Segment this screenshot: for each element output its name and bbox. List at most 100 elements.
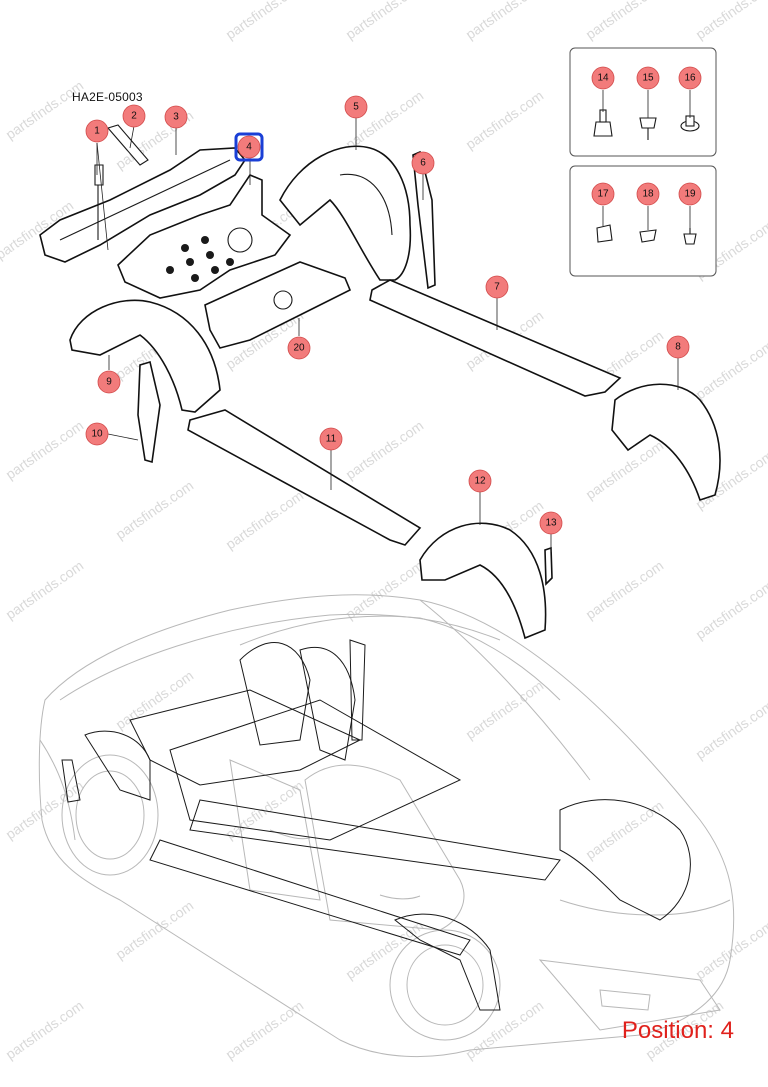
- watermark: partsfinds.com: [113, 897, 197, 962]
- callout-number: 17: [597, 189, 609, 200]
- part-9-wheel-guard: [69, 299, 221, 413]
- part-7-side-sill: [369, 279, 622, 397]
- callout-circle[interactable]: [164, 105, 188, 129]
- callout-circle[interactable]: [485, 275, 509, 299]
- watermark: partsfinds.com: [3, 997, 87, 1062]
- callout-circle[interactable]: [591, 182, 615, 206]
- callout-circle[interactable]: [678, 66, 702, 90]
- callout-number: 20: [293, 343, 305, 354]
- watermark: partsfinds.com: [223, 0, 307, 42]
- part-5-wheel-guard: [279, 145, 412, 281]
- diagram-code: HA2E-05003: [72, 90, 143, 104]
- part-8-wheel-guard: [611, 383, 721, 502]
- callout-circle[interactable]: [344, 95, 368, 119]
- part-6-seal: [412, 150, 436, 290]
- callout-16[interactable]: 16: [678, 66, 702, 90]
- callout-circle[interactable]: [237, 135, 261, 159]
- callout-12[interactable]: 12: [468, 469, 492, 493]
- callout-19[interactable]: 19: [678, 182, 702, 206]
- callout-number: 7: [494, 282, 500, 293]
- callout-circle[interactable]: [468, 469, 492, 493]
- watermark: partsfinds.com: [223, 997, 307, 1062]
- watermark: partsfinds.com: [223, 487, 307, 552]
- watermark: partsfinds.com: [113, 477, 197, 542]
- callout-20[interactable]: 20: [287, 336, 311, 360]
- fastener-19-screw: [683, 228, 697, 245]
- callout-circle[interactable]: [411, 151, 435, 175]
- callout-number: 16: [684, 73, 696, 84]
- callout-circle[interactable]: [636, 66, 660, 90]
- part-20-under-cover: [204, 261, 352, 349]
- callout-number: 15: [642, 73, 654, 84]
- callout-number: 11: [326, 434, 337, 445]
- callout-number: 5: [353, 102, 359, 113]
- fastener-legend-box-bottom: [569, 165, 717, 277]
- callout-circle[interactable]: [636, 182, 660, 206]
- part-2-bracket: [107, 124, 149, 166]
- watermark: partsfinds.com: [3, 557, 87, 622]
- callout-circle[interactable]: [97, 370, 121, 394]
- callout-circle[interactable]: [678, 182, 702, 206]
- callout-number: 14: [597, 73, 609, 84]
- watermark: partsfinds.com: [693, 337, 768, 402]
- callout-7[interactable]: 7: [485, 275, 509, 299]
- watermark: partsfinds.com: [463, 0, 547, 42]
- callout-9[interactable]: 9: [97, 370, 121, 394]
- part-11-side-sill: [187, 409, 422, 546]
- fastener-14-bolt: [593, 109, 613, 137]
- callout-circle[interactable]: [85, 422, 109, 446]
- fastener-17-nut: [596, 224, 613, 243]
- watermark: partsfinds.com: [3, 77, 87, 142]
- watermark: partsfinds.com: [583, 557, 667, 622]
- watermark: partsfinds.com: [463, 87, 547, 152]
- watermark: partsfinds.com: [343, 557, 427, 622]
- callout-circle[interactable]: [287, 336, 311, 360]
- callout-10[interactable]: 10: [85, 422, 109, 446]
- part-13-clip: [544, 546, 553, 586]
- watermark: partsfinds.com: [693, 0, 768, 42]
- watermark: partsfinds.com: [583, 0, 667, 42]
- watermark: partsfinds.com: [693, 917, 768, 982]
- callout-3[interactable]: 3: [164, 105, 188, 129]
- part-12-wheel-guard: [419, 522, 547, 640]
- fastener-legend-box-top: [569, 47, 717, 157]
- callout-number: 8: [675, 342, 681, 353]
- callout-11[interactable]: 11: [319, 427, 343, 451]
- callout-2[interactable]: 2: [122, 104, 146, 128]
- callout-number: 9: [106, 377, 112, 388]
- callout-18[interactable]: 18: [636, 182, 660, 206]
- callout-circle[interactable]: [85, 119, 109, 143]
- callout-number: 10: [91, 429, 103, 440]
- watermark: partsfinds.com: [343, 0, 427, 42]
- callout-5[interactable]: 5: [344, 95, 368, 119]
- car-installed-parts: [61, 639, 691, 1011]
- callout-15[interactable]: 15: [636, 66, 660, 90]
- callout-number: 4: [246, 142, 252, 153]
- callout-6[interactable]: 6: [411, 151, 435, 175]
- watermark: partsfinds.com: [583, 797, 667, 862]
- position-label: Position: 4: [621, 1017, 734, 1044]
- watermark: partsfinds.com: [113, 667, 197, 732]
- callout-17[interactable]: 17: [591, 182, 615, 206]
- callout-14[interactable]: 14: [591, 66, 615, 90]
- callout-number: 2: [131, 111, 137, 122]
- callout-8[interactable]: 8: [666, 335, 690, 359]
- watermark: partsfinds.com: [693, 577, 768, 642]
- callout-13[interactable]: 13: [539, 511, 563, 535]
- callout-circle[interactable]: [591, 66, 615, 90]
- callout-circle[interactable]: [539, 511, 563, 535]
- callout-4[interactable]: 4: [234, 132, 264, 162]
- part-10-seal: [137, 360, 161, 464]
- callout-number: 12: [474, 476, 486, 487]
- callout-number: 19: [684, 189, 696, 200]
- callout-number: 6: [420, 158, 426, 169]
- watermark: partsfinds.com: [463, 997, 547, 1062]
- leader-lines: [96, 90, 691, 552]
- callout-circle[interactable]: [122, 104, 146, 128]
- callout-circle[interactable]: [666, 335, 690, 359]
- callout-1[interactable]: 1: [85, 119, 109, 143]
- callout-circle[interactable]: [319, 427, 343, 451]
- selected-callout-highlight: [234, 132, 264, 162]
- watermark: partsfinds.com: [343, 417, 427, 482]
